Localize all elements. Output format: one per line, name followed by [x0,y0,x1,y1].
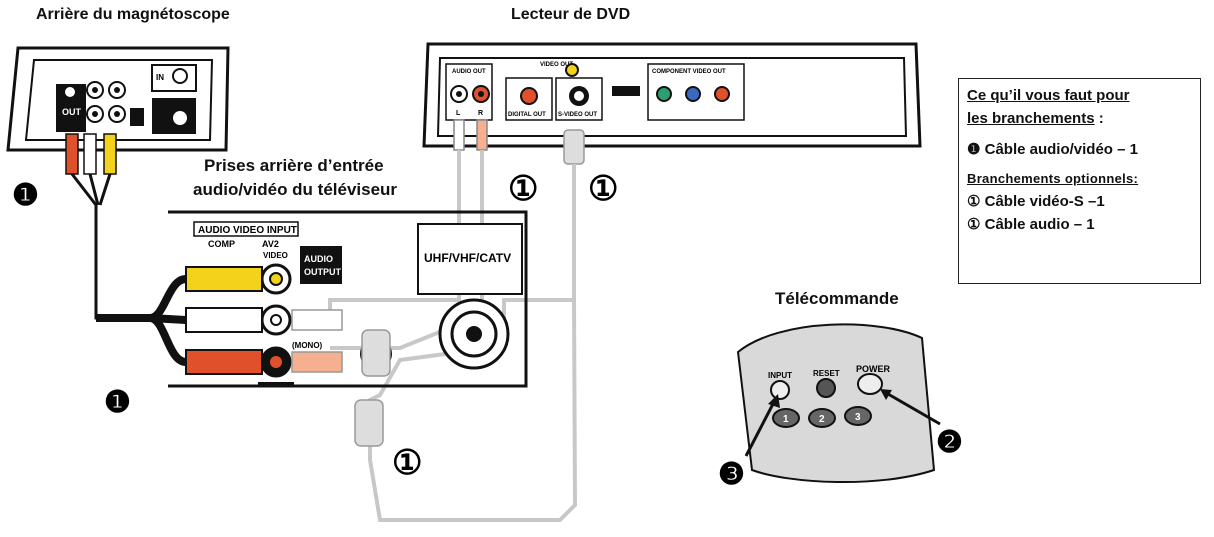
dvd-pr-jack [714,86,730,102]
dvd-pb-jack [685,86,701,102]
dvd-y-jack [656,86,672,102]
panel-optional-header: Branchements optionnels: [967,171,1139,186]
remote-key-3[interactable] [844,406,872,426]
dvd-l-text: L [456,110,461,117]
tv-video-text: VIDEO [263,251,288,260]
vcr-av-cable [65,133,180,320]
panel-header-line2: les branchements : [967,110,1104,127]
remote-reset-button[interactable] [816,378,836,398]
remote-key-1[interactable] [772,408,800,428]
callout-open-1-audio: ① [508,170,538,208]
svg-text:3: 3 [855,412,861,423]
callout-1-vcr: ❶ [12,179,39,212]
dvd-digital-out-text: DIGITAL OUT [508,112,546,118]
vcr-jack [63,85,77,99]
panel-item-svideo-cable: ① Câble vidéo-S –1 [967,193,1105,210]
tv-comp-text: COMP [208,239,235,249]
callout-open-1-lower: ① [392,444,422,482]
yellow-plug [185,266,263,292]
red-plug [65,133,79,175]
tv-audio-output-block [300,246,342,284]
red-plug [185,349,263,375]
remote-power-text: POWER [856,364,891,374]
dvd-digital-jack [520,87,538,105]
vcr-rf-jack [172,68,188,84]
dvd-video-out-text: VIDEO OUT [540,62,573,68]
tv-audio-video-input-text: AUDIO VIDEO INPUT [198,225,297,236]
dvd-unit: AUDIO OUT L R VIDEO OUT DIGITAL OUT S-VI… [422,42,922,148]
remote-input-text: INPUT [768,371,792,380]
vcr-back-label: Arrière du magnétoscope [36,6,230,23]
remote-key-2[interactable] [808,408,836,428]
vcr-unit: OUT IN [6,46,230,152]
panel-header-line1: Ce qu’il vous faut pour [967,87,1130,104]
tv-back-panel: AUDIO VIDEO INPUT COMP AV2 VIDEO AUDIO O… [168,210,528,388]
svg-text:1: 1 [783,414,789,425]
panel-item-av-cable: ❶ Câble audio/vidéo – 1 [967,141,1138,158]
optional-svideo-cable [354,129,585,522]
callout-1-tv: ❶ [104,386,131,419]
tv-jacks-label-line2: audio/vidéo du téléviseur [193,180,398,199]
tv-audio-output-text-2: OUTPUT [304,267,342,277]
remote-control: INPUT RESET POWER 1 2 3 [736,323,936,483]
requirements-panel: Ce qu’il vous faut pour les branchements… [958,78,1201,284]
callout-3-input: ❸ [718,458,745,491]
pointer-arrows [744,389,941,457]
dvd-svideo-out-text: S-VIDEO OUT [558,112,597,118]
tv-av-plugs [96,266,391,377]
vcr-rf-out-jack [171,109,189,127]
tv-mono-text: (MONO) [292,341,323,350]
remote-input-button[interactable] [770,380,790,400]
dvd-audio-out-text: AUDIO OUT [452,69,486,75]
remote-label: Télécommande [775,289,899,308]
panel-item-audio-cable: ① Câble audio – 1 [967,216,1095,233]
dvd-component-text: COMPONENT VIDEO OUT [652,69,726,75]
tv-audio-output-text-1: AUDIO [304,254,333,264]
dvd-video-jack [565,63,579,77]
svg-text:2: 2 [819,414,825,425]
callout-open-1-svideo: ① [588,170,618,208]
remote-power-button[interactable] [857,373,883,395]
dvd-player-label: Lecteur de DVD [511,6,631,23]
tv-uhf-text: UHF/VHF/CATV [424,251,511,265]
vcr-in-text: IN [156,73,164,82]
remote-reset-text: RESET [813,369,840,378]
white-plug [83,133,97,175]
vcr-out-text: OUT [62,107,82,117]
tv-av2-text: AV2 [262,239,279,249]
white-plug [185,307,263,333]
tv-jacks-label-line1: Prises arrière d’entrée [204,156,384,175]
callout-2-power: ❷ [936,426,963,459]
yellow-plug [103,133,117,175]
dvd-r-text: R [478,110,483,117]
